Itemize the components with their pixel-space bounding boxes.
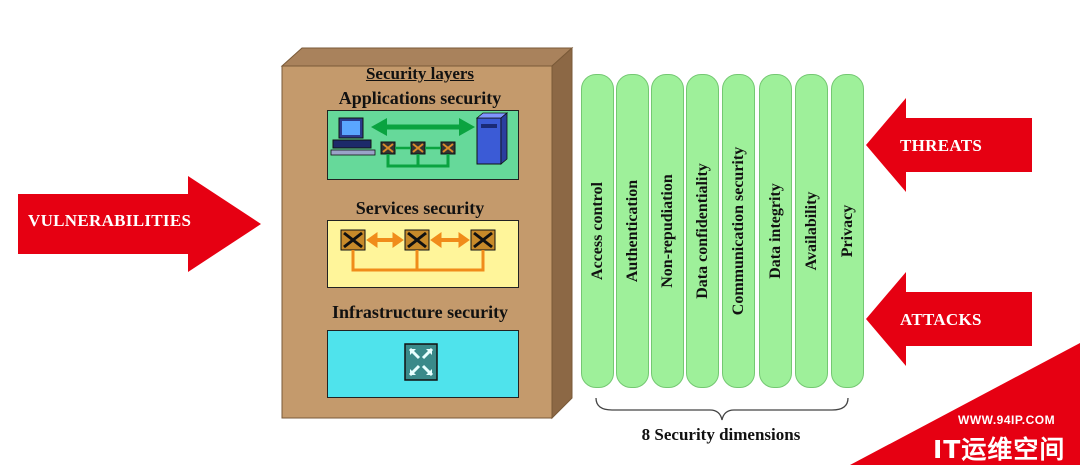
computer-icon xyxy=(330,117,376,156)
dimension-pill-availability: Availability xyxy=(795,74,828,388)
dimension-label: Data confidentiality xyxy=(693,163,711,299)
applications-security-panel xyxy=(327,110,519,180)
dimensions-brace xyxy=(595,397,849,421)
router-icons xyxy=(380,141,456,168)
infrastructure-security-label: Infrastructure security xyxy=(331,302,509,322)
watermark-url: WWW.94IP.COM xyxy=(958,413,1056,427)
bidirectional-arrow-icon xyxy=(371,118,475,136)
attacks-label: ATTACKS xyxy=(900,310,982,329)
dimension-label: Privacy xyxy=(838,204,856,258)
dimension-pill-communication-security: Communication security xyxy=(722,74,755,388)
dimension-pill-data-confidentiality: Data confidentiality xyxy=(686,74,719,388)
dimensions-caption: 8 Security dimensions xyxy=(641,425,801,444)
dimension-pill-non-repudiation: Non-repudiation xyxy=(651,74,684,388)
threats-arrow xyxy=(866,98,1032,192)
service-switch-icons xyxy=(340,229,496,251)
dimension-label: Access control xyxy=(588,182,606,280)
service-arrows-icon xyxy=(351,232,485,272)
dimension-label: Communication security xyxy=(729,146,747,316)
security-layers-title: Security layers xyxy=(365,64,475,83)
vulnerabilities-arrow xyxy=(18,176,261,272)
threats-label: THREATS xyxy=(900,136,983,155)
dimension-label: Non-repudiation xyxy=(658,174,676,288)
watermark-text: IT运维空间 xyxy=(933,435,1066,464)
watermark-corner xyxy=(850,343,1080,465)
dimension-label: Data integrity xyxy=(766,183,784,279)
infrastructure-switch-icon xyxy=(404,343,438,381)
applications-security-label: Applications security xyxy=(338,88,502,108)
server-icon xyxy=(475,112,509,165)
services-security-panel xyxy=(327,220,519,288)
attacks-arrow xyxy=(866,272,1032,366)
dimension-label: Availability xyxy=(802,191,820,271)
services-security-label: Services security xyxy=(355,198,485,218)
vulnerabilities-label: VULNERABILITIES xyxy=(28,211,192,230)
dimension-pill-privacy: Privacy xyxy=(831,74,864,388)
dimension-label: Authentication xyxy=(623,179,641,283)
dimension-pill-data-integrity: Data integrity xyxy=(759,74,792,388)
infrastructure-security-panel xyxy=(327,330,519,398)
dimension-pill-access-control: Access control xyxy=(581,74,614,388)
dimension-pill-authentication: Authentication xyxy=(616,74,649,388)
